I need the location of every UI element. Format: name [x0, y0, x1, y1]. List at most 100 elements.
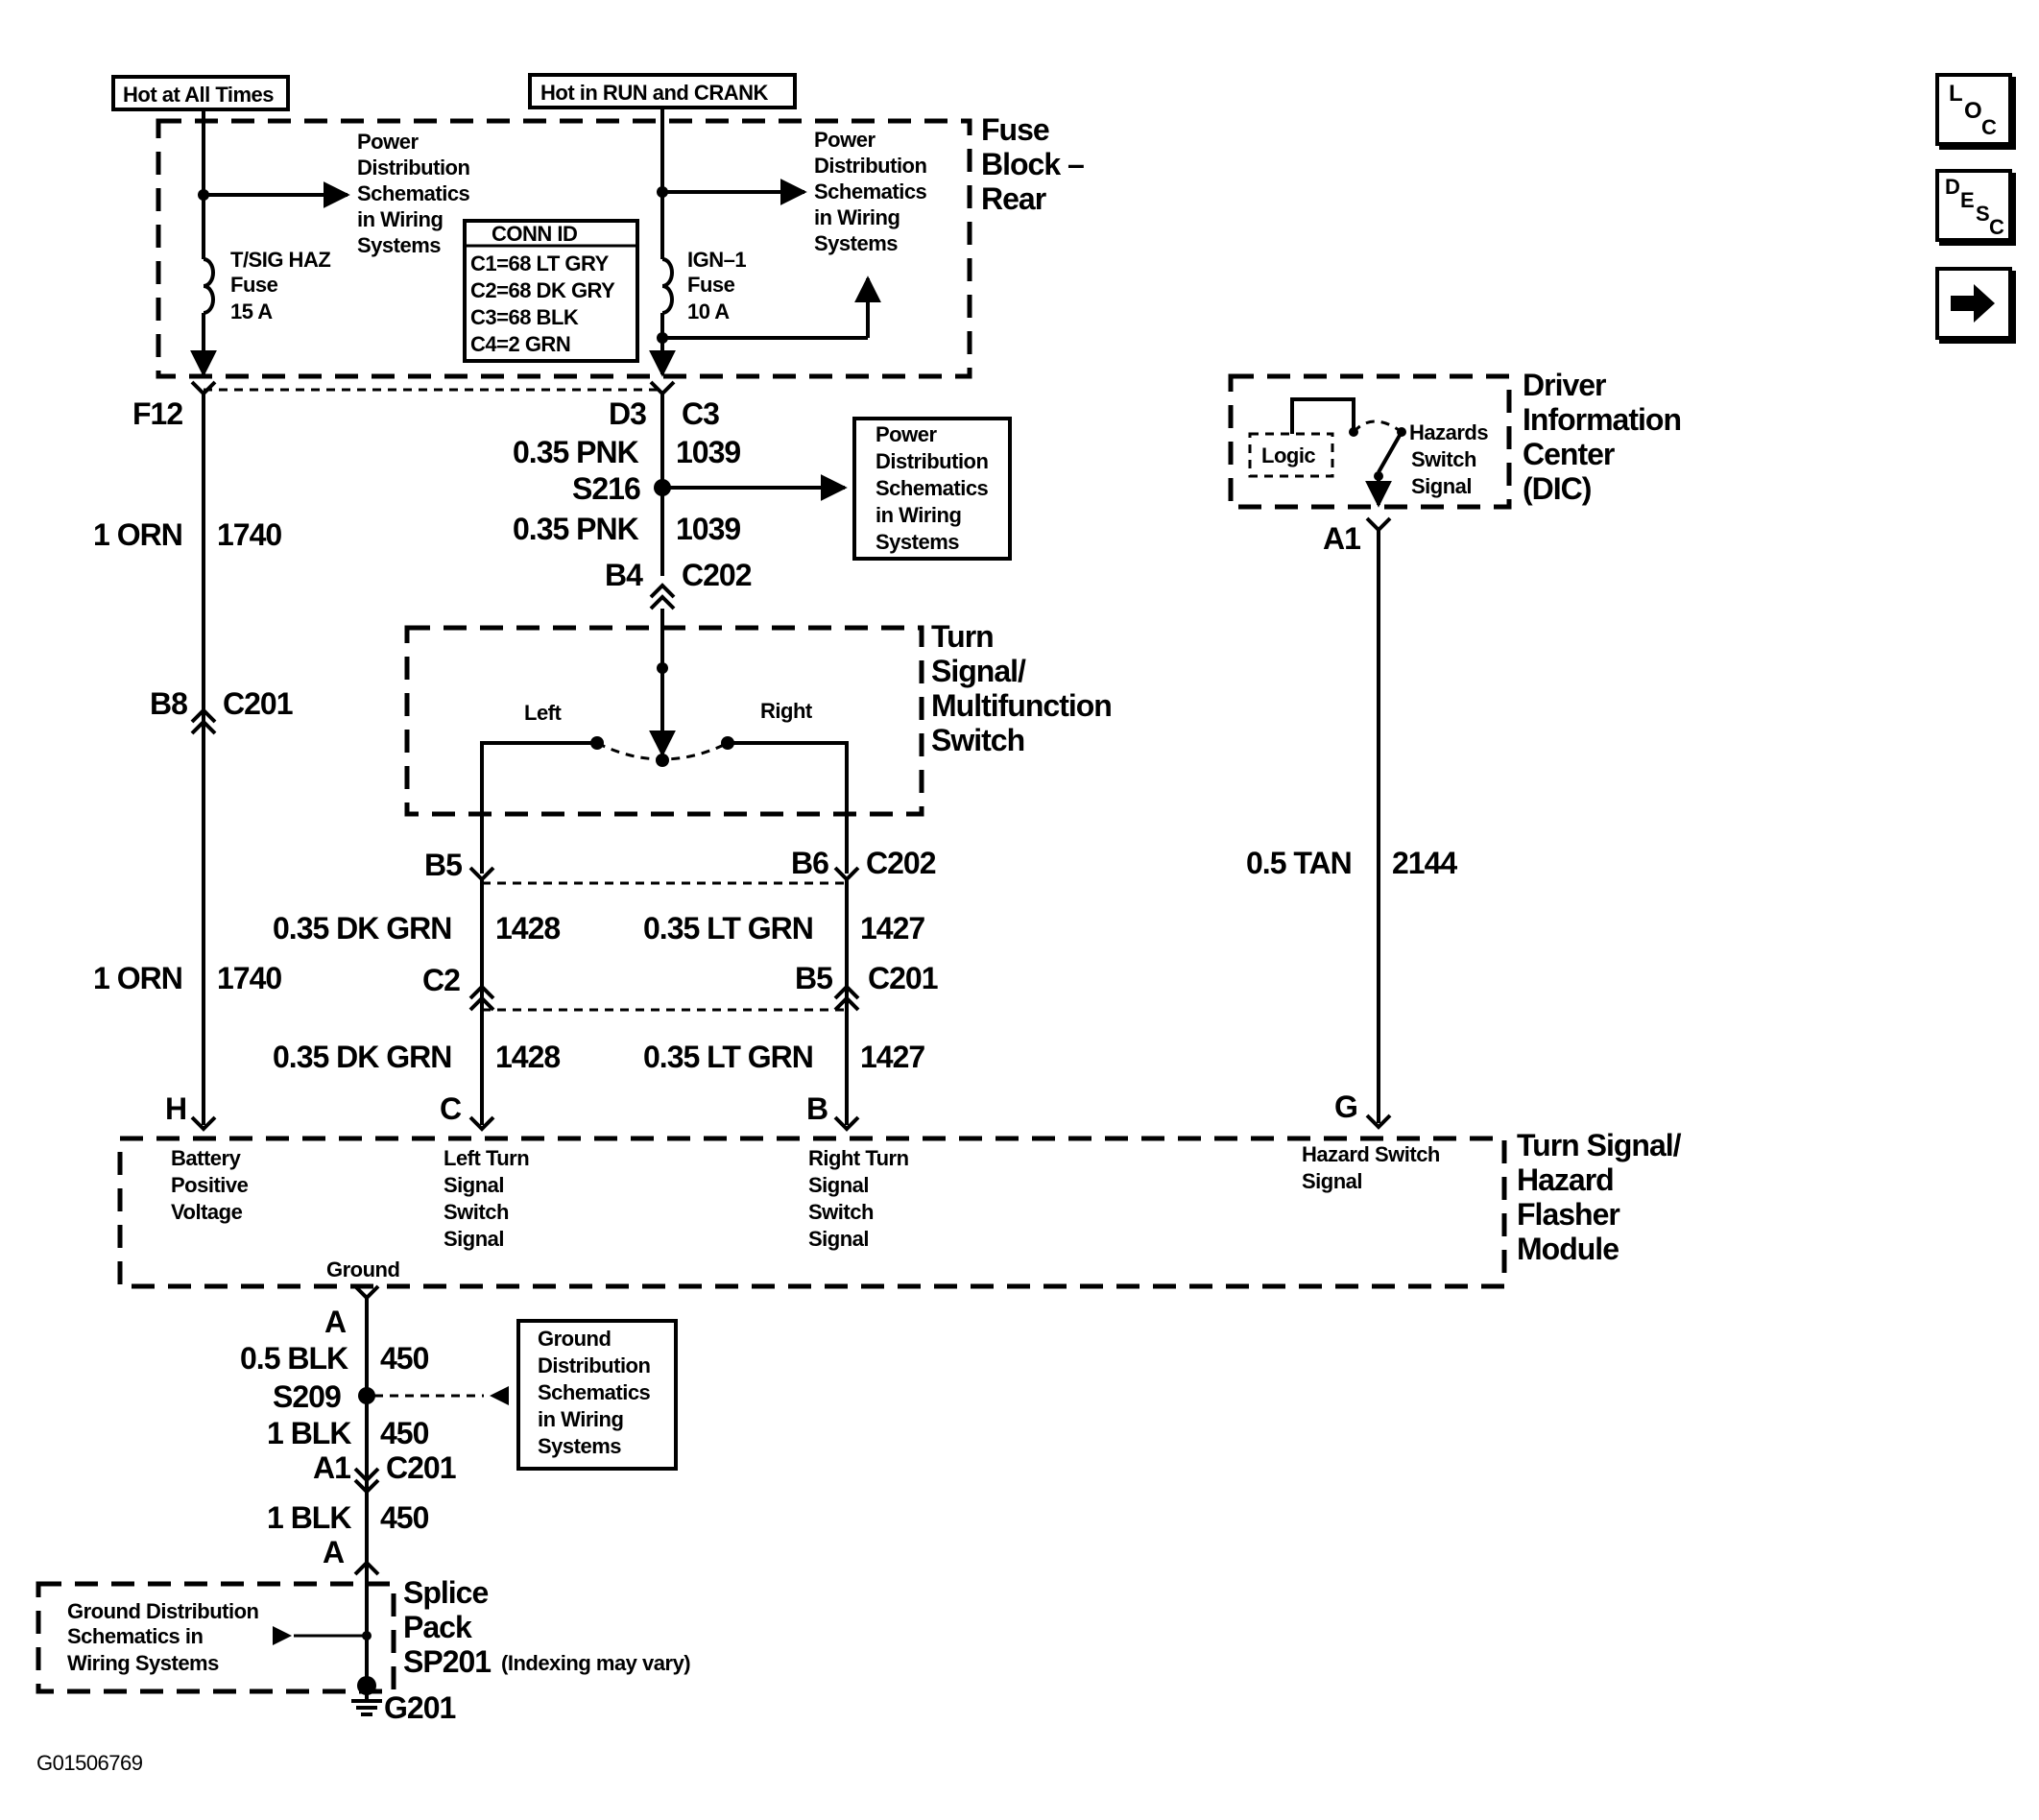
- module-title-3: Flasher: [1517, 1197, 1619, 1232]
- desc-button[interactable]: D E S C: [1935, 169, 2012, 242]
- label-c201c: C201: [386, 1450, 456, 1485]
- module-title-2: Hazard: [1517, 1162, 1614, 1197]
- label-c: C: [440, 1091, 462, 1126]
- fuse-block-title-3: Rear: [981, 181, 1046, 216]
- conn-id-row-3: C3=68 BLK: [470, 305, 579, 329]
- label-g: G: [1334, 1090, 1357, 1124]
- dic-logic-label: Logic: [1261, 443, 1315, 467]
- power-ref-1-line1: Power: [357, 130, 419, 154]
- module-left-line4: Signal: [444, 1227, 504, 1251]
- module-title-1: Turn Signal/: [1517, 1128, 1682, 1162]
- power-ref-2-line5: Systems: [814, 231, 898, 255]
- label-b: B: [806, 1091, 828, 1126]
- module-left-line1: Left Turn: [444, 1146, 529, 1170]
- ground-splice-ref-line2: Schematics in: [67, 1624, 204, 1648]
- fuse-tsig-line1: T/SIG HAZ: [230, 248, 330, 272]
- dic-hazards-line3: Signal: [1411, 474, 1472, 498]
- module-hazard-line2: Signal: [1302, 1169, 1362, 1193]
- loc-c: C: [1981, 115, 1997, 139]
- power-ref-2-line3: Schematics: [814, 180, 927, 204]
- fuse-block-outline: [156, 118, 972, 379]
- power-ref-3-line2: Distribution: [876, 449, 988, 473]
- turn-switch-title-1: Turn: [931, 619, 994, 654]
- next-button[interactable]: [1935, 267, 2012, 340]
- loc-o: O: [1964, 98, 1982, 124]
- fuse-tsig-line3: 15 A: [230, 299, 273, 323]
- module-right-line4: Signal: [808, 1227, 869, 1251]
- label-c202b: C202: [866, 846, 936, 880]
- dic-hazards-line2: Switch: [1411, 447, 1476, 471]
- desc-e: E: [1960, 188, 1975, 212]
- label-blk05: 0.5 BLK: [240, 1341, 348, 1376]
- label-c201a: C201: [223, 686, 293, 721]
- splice-pack-outline: [36, 1581, 396, 1694]
- label-pnk1: 0.35 PNK: [513, 435, 639, 469]
- label-2144: 2144: [1392, 846, 1457, 880]
- splice-s209: [358, 1387, 375, 1404]
- switch-right-label: Right: [760, 699, 813, 723]
- label-1427a: 1427: [860, 911, 924, 946]
- label-a1-dic: A1: [1323, 521, 1360, 556]
- module-title-4: Module: [1517, 1232, 1619, 1266]
- power-ref-1-line3: Schematics: [357, 181, 470, 205]
- label-450b: 450: [380, 1416, 429, 1450]
- label-s216: S216: [572, 471, 640, 506]
- label-orn1: 1 ORN: [93, 517, 182, 552]
- dic-hazards-line1: Hazards: [1409, 420, 1488, 444]
- dic-title-1: Driver: [1523, 368, 1606, 402]
- label-b6: B6: [791, 846, 828, 880]
- label-f12: F12: [132, 396, 182, 431]
- label-1039a: 1039: [676, 435, 740, 469]
- desc-s: S: [1976, 202, 1990, 226]
- label-tan: 0.5 TAN: [1246, 846, 1352, 880]
- turn-switch-title-4: Switch: [931, 723, 1024, 757]
- splice-pack-title-1: Splice: [403, 1575, 488, 1610]
- label-b5a: B5: [424, 848, 462, 882]
- module-battery-line2: Positive: [171, 1173, 249, 1197]
- dic-title-3: Center: [1523, 437, 1615, 471]
- hot-in-run-crank-label: Hot in RUN and CRANK: [540, 81, 768, 105]
- label-dkgrn1: 0.35 DK GRN: [273, 911, 451, 946]
- conn-id-row-2: C2=68 DK GRY: [470, 278, 615, 302]
- module-ground-label: Ground: [326, 1257, 399, 1281]
- dic-title-4: (DIC): [1523, 471, 1592, 506]
- label-b4: B4: [605, 558, 643, 592]
- fuse-ign-line2: Fuse: [687, 273, 735, 297]
- label-a-top: A: [324, 1305, 347, 1339]
- splice-pack-note: (Indexing may vary): [501, 1651, 690, 1675]
- loc-button[interactable]: L O C: [1935, 73, 2012, 146]
- label-1740a: 1740: [217, 517, 281, 552]
- label-orn2: 1 ORN: [93, 961, 182, 995]
- label-1740b: 1740: [217, 961, 281, 995]
- fuse-ign-line1: IGN–1: [687, 248, 746, 272]
- ground-ref-line2: Distribution: [538, 1353, 650, 1377]
- conn-id-title: CONN ID: [492, 222, 577, 246]
- loc-l: L: [1949, 81, 1963, 107]
- ground-ref-line4: in Wiring: [538, 1407, 623, 1431]
- label-1428b: 1428: [495, 1040, 560, 1074]
- label-pnk2: 0.35 PNK: [513, 512, 639, 546]
- label-c202a: C202: [682, 558, 752, 592]
- label-b5b: B5: [795, 961, 832, 995]
- power-ref-box: [852, 417, 1012, 561]
- label-c2: C2: [422, 963, 460, 997]
- figure-id: G01506769: [36, 1751, 143, 1775]
- conn-id-box: [463, 219, 639, 363]
- power-ref-3-line4: in Wiring: [876, 503, 961, 527]
- ground-splice-ref-line3: Wiring Systems: [67, 1651, 219, 1675]
- label-450c: 450: [380, 1500, 429, 1535]
- label-a-bot: A: [323, 1535, 345, 1569]
- label-c3: C3: [682, 396, 719, 431]
- module-hazard-line1: Hazard Switch: [1302, 1142, 1440, 1166]
- label-450a: 450: [380, 1341, 429, 1376]
- label-s209: S209: [273, 1379, 341, 1414]
- power-ref-1-line4: in Wiring: [357, 207, 443, 231]
- label-1427b: 1427: [860, 1040, 924, 1074]
- dic-title-2: Information: [1523, 402, 1681, 437]
- label-g201: G201: [384, 1690, 455, 1725]
- switch-left-label: Left: [524, 701, 563, 725]
- module-left-line2: Signal: [444, 1173, 504, 1197]
- module-battery-line3: Voltage: [171, 1200, 243, 1224]
- power-ref-3-line3: Schematics: [876, 476, 989, 500]
- label-1039b: 1039: [676, 512, 740, 546]
